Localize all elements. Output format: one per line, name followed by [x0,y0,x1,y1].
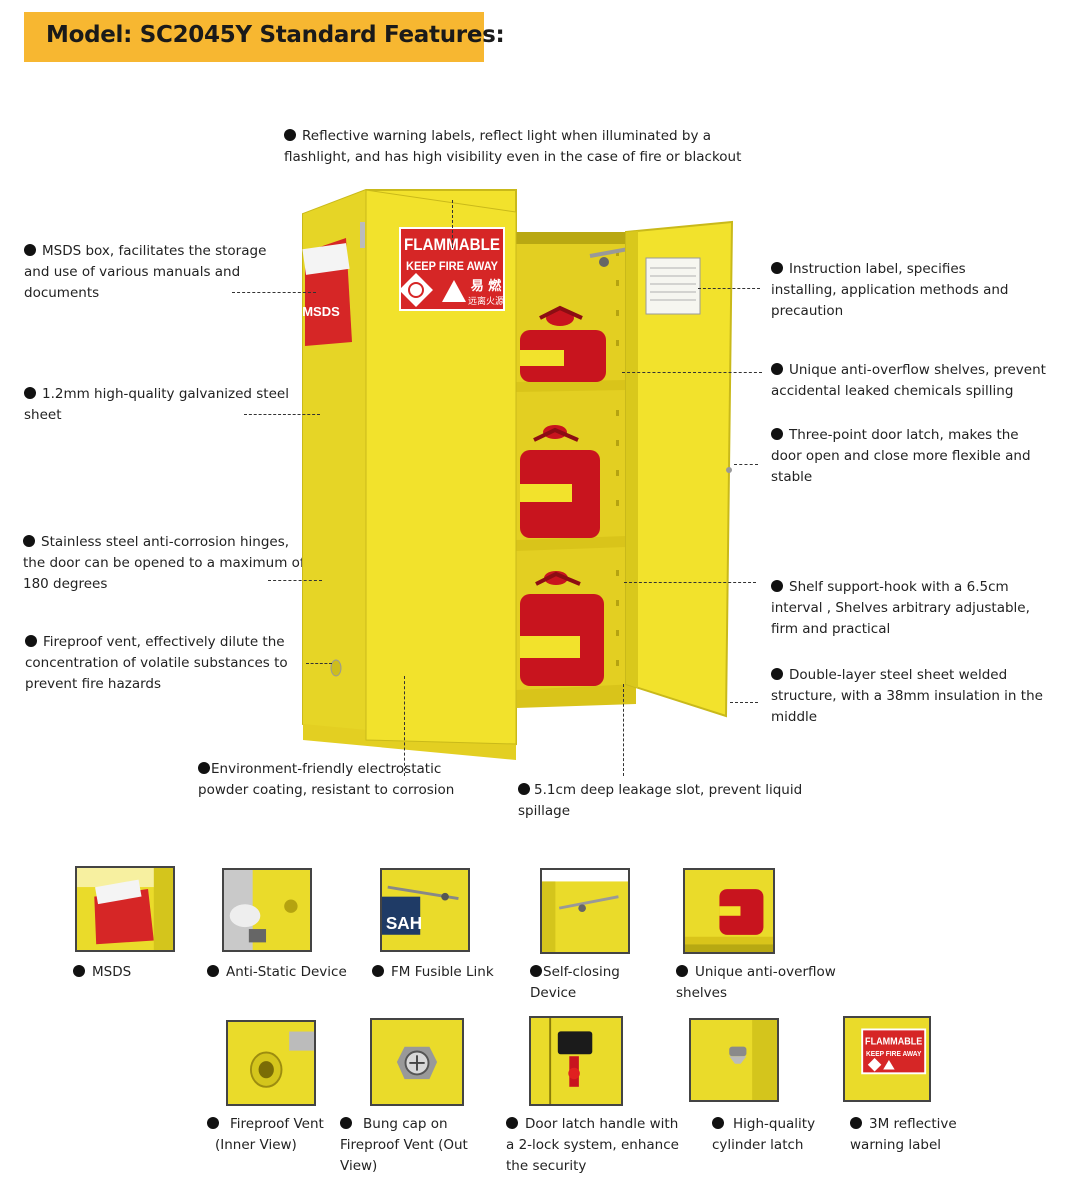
thumb-caption-reflective-label: 3M reflective warning label [850,1116,957,1153]
leader-line [734,464,758,465]
bullet-icon [530,965,542,977]
bullet-icon [771,580,783,592]
bullet-icon [73,965,85,977]
feature-powder-coating: Environment-friendly electrostatic powde… [198,761,455,798]
self-closing-photo-icon [540,868,630,954]
feature-galvanized-steel: 1.2mm high-quality galvanized steel shee… [24,386,289,423]
instruction-label-sticker [645,257,701,315]
thumb-caption-vent-inner: Fireproof Vent (Inner View) [207,1114,324,1156]
bullet-icon [24,387,36,399]
feature-support-hook: Shelf support-hook with a 6.5cm interval… [771,579,1030,637]
thumb-caption-self-closing: Self-closing Device [530,964,620,1001]
leader-line [306,663,332,664]
fusible-link-photo-icon: SAH [380,868,470,952]
hinge-icon [360,222,365,248]
cabinet-illustration: FLAMMABLE KEEP FIRE AWAY 易 燃 远离火源 MSDS [302,189,734,760]
thumb-caption-door-latch: Door latch handle with a 2-lock system, … [506,1116,679,1174]
bullet-icon [518,783,530,795]
bullet-icon [372,965,384,977]
title-banner: Model: SC2045Y Standard Features: [24,12,505,62]
leader-line [730,702,758,703]
cn-label-main: 易 燃 [471,278,503,294]
bullet-icon [340,1117,352,1129]
safety-can-top [520,305,606,382]
feature-double-layer: Double-layer steel sheet welded structur… [771,667,1043,725]
shelf-photo-icon [683,868,775,954]
cabinet-base [303,724,516,760]
bullet-icon [850,1117,862,1129]
bullet-icon [771,668,783,680]
feature-hinges: Stainless steel anti-corrosion hinges, t… [23,534,305,592]
svg-text:KEEP FIRE AWAY: KEEP FIRE AWAY [866,1049,921,1058]
svg-text:FLAMMABLE: FLAMMABLE [865,1037,922,1048]
leader-line [268,580,322,581]
leader-line [698,288,760,289]
fireproof-vent-icon [330,659,342,677]
page-title: Model: SC2045Y Standard Features: [46,22,505,48]
reflective-label-photo-icon: FLAMMABLE KEEP FIRE AWAY [843,1016,931,1102]
cylinder-latch-photo-icon [689,1018,779,1102]
cabinet-back-shadow [516,232,626,244]
leader-line [232,292,316,293]
feature-instruction-label: Instruction label, specifies installing,… [771,261,1009,319]
bullet-icon [771,428,783,440]
bullet-icon [207,1117,219,1129]
thumb-caption-fusible-link: FM Fusible Link [372,962,494,983]
bullet-icon [506,1117,518,1129]
cabinet-left-door [365,189,517,745]
shelf-bottom [516,684,636,708]
safety-can-middle [520,425,600,538]
bung-cap-photo-icon [370,1018,464,1106]
feature-fireproof-vent: Fireproof vent, effectively dilute the c… [25,634,288,692]
bullet-icon [771,363,783,375]
svg-text:SAH: SAH [386,913,422,933]
thumb-caption-bung-cap: Bung cap on Fireproof Vent (Out View) [340,1116,468,1174]
leader-line [404,676,405,776]
bullet-icon [23,535,35,547]
leader-line [624,582,756,583]
vent-inner-photo-icon [226,1020,316,1106]
bullet-icon [676,965,688,977]
bullet-icon [25,635,37,647]
fire-warning-triangle [442,280,466,302]
thumb-caption-anti-static: Anti-Static Device [207,962,347,983]
leader-line [623,684,624,776]
cn-label-sub: 远离火源 [468,295,504,307]
feature-anti-overflow-shelves: Unique anti-overflow shelves, prevent ac… [771,362,1046,399]
thumb-caption-msds: MSDS [73,962,131,983]
no-fire-pictogram [399,273,433,307]
bullet-icon [771,262,783,274]
msds-box-photo-icon [75,866,175,952]
flammable-sign-subtitle: KEEP FIRE AWAY [406,259,498,273]
safety-can-bottom [520,571,604,686]
feature-leakage-slot: 5.1cm deep leakage slot, prevent liquid … [518,782,803,819]
feature-msds-box: MSDS box, facilitates the storage and us… [24,243,267,301]
leader-line [244,414,320,415]
thumb-caption-cylinder-latch: High-quality cylinder latch [712,1116,816,1153]
shelf-middle [516,536,626,551]
bullet-icon [198,762,210,774]
shelf-top [516,380,626,392]
msds-box-label: MSDS [302,304,340,319]
bullet-icon [24,244,36,256]
feature-reflective-labels: Reflective warning labels, reflect light… [284,128,742,165]
bullet-icon [284,129,296,141]
thumb-caption-shelves: Unique anti-overflow shelves [676,964,836,1001]
bullet-icon [712,1117,724,1129]
door-latch-pin-icon [726,467,732,473]
leader-line [452,200,453,248]
feature-door-latch: Three-point door latch, makes the door o… [771,427,1031,485]
bullet-icon [207,965,219,977]
anti-static-photo-icon [222,868,312,952]
door-latch-photo-icon [529,1016,623,1106]
leader-line [622,372,762,373]
